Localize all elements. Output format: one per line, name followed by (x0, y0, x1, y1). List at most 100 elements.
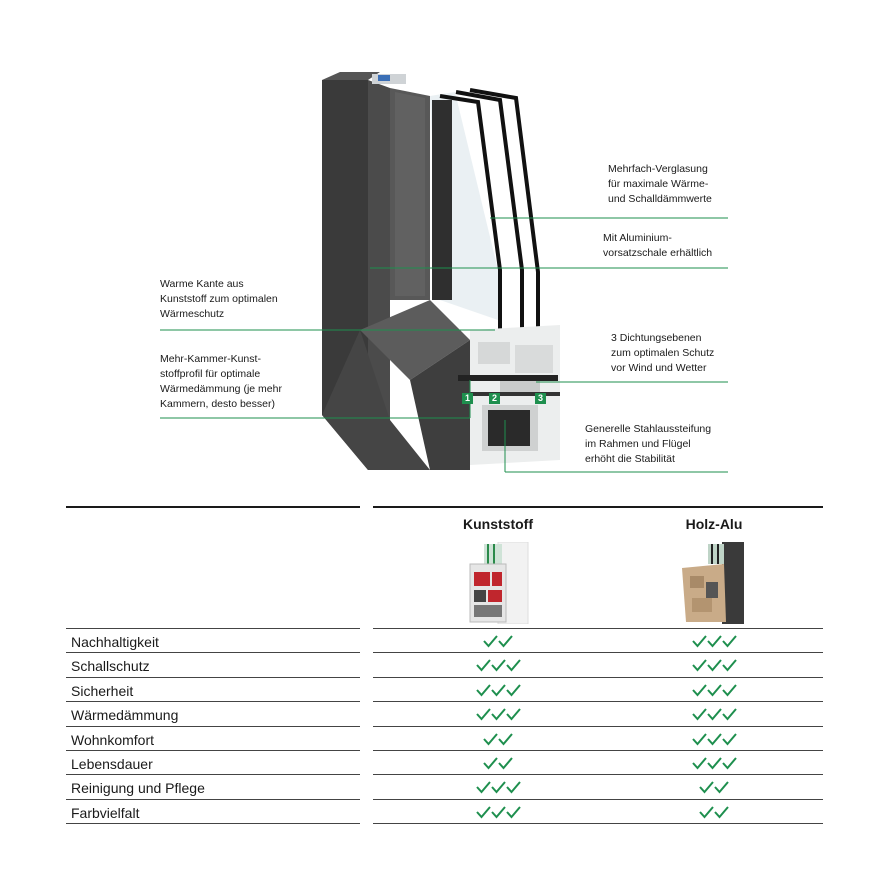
row-label: Nachhaltigkeit (66, 628, 360, 652)
callout-warme-kante: Warme Kante aus Kunststoff zum optimalen… (160, 277, 278, 322)
check-icon (475, 659, 491, 672)
row-label: Schallschutz (66, 652, 360, 676)
callout-line: Generelle Stahlaussteifung (585, 423, 712, 435)
check-icon (699, 781, 714, 794)
window-profile-illustration (322, 72, 560, 470)
check-icon (706, 684, 722, 697)
check-icon (475, 684, 491, 697)
callout-line: vorsatzschale erhältlich (603, 247, 713, 259)
check-icon (475, 781, 491, 794)
rating-cell (605, 652, 823, 677)
callout-line: zum optimalen Schutz (611, 347, 715, 359)
check-icon (490, 806, 506, 819)
check-icon (483, 635, 498, 648)
rating-cell (373, 676, 623, 702)
callout-line: 3 Dichtungsebenen (611, 332, 702, 344)
seal-marker-2: 2 (489, 393, 500, 404)
check-rating (691, 684, 737, 697)
callout-line: im Rahmen und Flügel (585, 438, 691, 450)
check-icon (691, 684, 707, 697)
seal-marker-3: 3 (535, 393, 546, 404)
check-icon (721, 708, 737, 721)
rating-cell (373, 750, 623, 775)
check-icon (721, 732, 737, 746)
check-icon (706, 708, 722, 721)
check-icon (691, 757, 707, 770)
row-label: Farbvielfalt (66, 798, 360, 823)
check-rating (699, 781, 729, 794)
rating-cell (373, 774, 623, 799)
check-icon (691, 635, 707, 648)
check-icon (706, 757, 722, 770)
check-rating (483, 757, 513, 770)
check-icon (483, 732, 498, 746)
callout-line: erhöht die Stabilität (585, 453, 675, 465)
check-icon (490, 659, 506, 672)
rating-cell (605, 725, 823, 751)
check-icon (699, 806, 714, 819)
table-bottom-rule (66, 823, 360, 825)
callout-dichtung: 3 Dichtungsebenen zum optimalen Schutz v… (611, 331, 714, 376)
column-title: Holz-Alu (685, 516, 743, 532)
check-icon (721, 635, 737, 648)
callout-line: Kunststoff zum optimalen (160, 293, 278, 305)
check-icon (721, 659, 737, 672)
rating-cell (373, 652, 623, 677)
rating-cell (605, 676, 823, 702)
check-icon (691, 732, 707, 746)
callout-line: vor Wind und Wetter (611, 362, 707, 374)
check-icon (691, 708, 707, 721)
callout-line: Wärmedämmung (je mehr (160, 383, 282, 395)
callout-line: Warme Kante aus (160, 278, 244, 290)
check-rating (475, 781, 521, 794)
callout-line: Kammern, desto besser) (160, 398, 275, 410)
check-icon (706, 732, 722, 746)
check-icon (714, 781, 729, 794)
callout-mehrkammer: Mehr-Kammer-Kunst- stoffprofil für optim… (160, 352, 282, 412)
window-cross-section-diagram (160, 72, 728, 473)
callout-stahl: Generelle Stahlaussteifung im Rahmen und… (585, 422, 711, 467)
table-bottom-rule (373, 823, 623, 825)
callout-line: Mit Aluminium- (603, 232, 672, 244)
check-icon (475, 806, 491, 819)
callout-line: stoffprofil für optimale (160, 368, 261, 380)
check-rating (483, 732, 513, 746)
callout-line: und Schalldämmwerte (608, 193, 712, 205)
check-rating (691, 659, 737, 672)
holz-alu-profile-thumbnail (682, 542, 744, 624)
check-icon (505, 781, 521, 794)
row-label: Lebensdauer (66, 750, 360, 774)
rating-cell (373, 701, 623, 726)
callout-line: Mehrfach-Verglasung (608, 163, 708, 175)
check-rating (483, 635, 513, 648)
check-rating (691, 757, 737, 770)
check-rating (691, 732, 737, 746)
rating-cell (605, 701, 823, 726)
check-icon (691, 659, 707, 672)
table-header-spacer (66, 506, 360, 508)
check-rating (475, 659, 521, 672)
column-header-kunststoff: Kunststoff (373, 506, 623, 633)
rating-cell (373, 798, 623, 824)
callout-line: Mehr-Kammer-Kunst- (160, 353, 261, 365)
check-icon (505, 684, 521, 697)
callout-line: für maximale Wärme- (608, 178, 709, 190)
check-icon (721, 757, 737, 770)
check-icon (721, 684, 737, 697)
check-rating (699, 806, 729, 819)
check-rating (691, 635, 737, 648)
check-rating (475, 684, 521, 697)
row-label: Sicherheit (66, 676, 360, 701)
callout-verglasung: Mehrfach-Verglasung für maximale Wärme- … (608, 162, 712, 207)
seal-marker-1: 1 (462, 393, 473, 404)
rating-cell (605, 628, 823, 653)
check-icon (475, 708, 491, 721)
check-icon (490, 708, 506, 721)
callout-line: Wärmeschutz (160, 308, 225, 320)
check-icon (505, 659, 521, 672)
table-bottom-rule (605, 823, 823, 825)
row-label: Reinigung und Pflege (66, 774, 360, 798)
column-title: Kunststoff (463, 516, 533, 532)
callout-lines (160, 217, 728, 473)
rating-cell (605, 798, 823, 824)
